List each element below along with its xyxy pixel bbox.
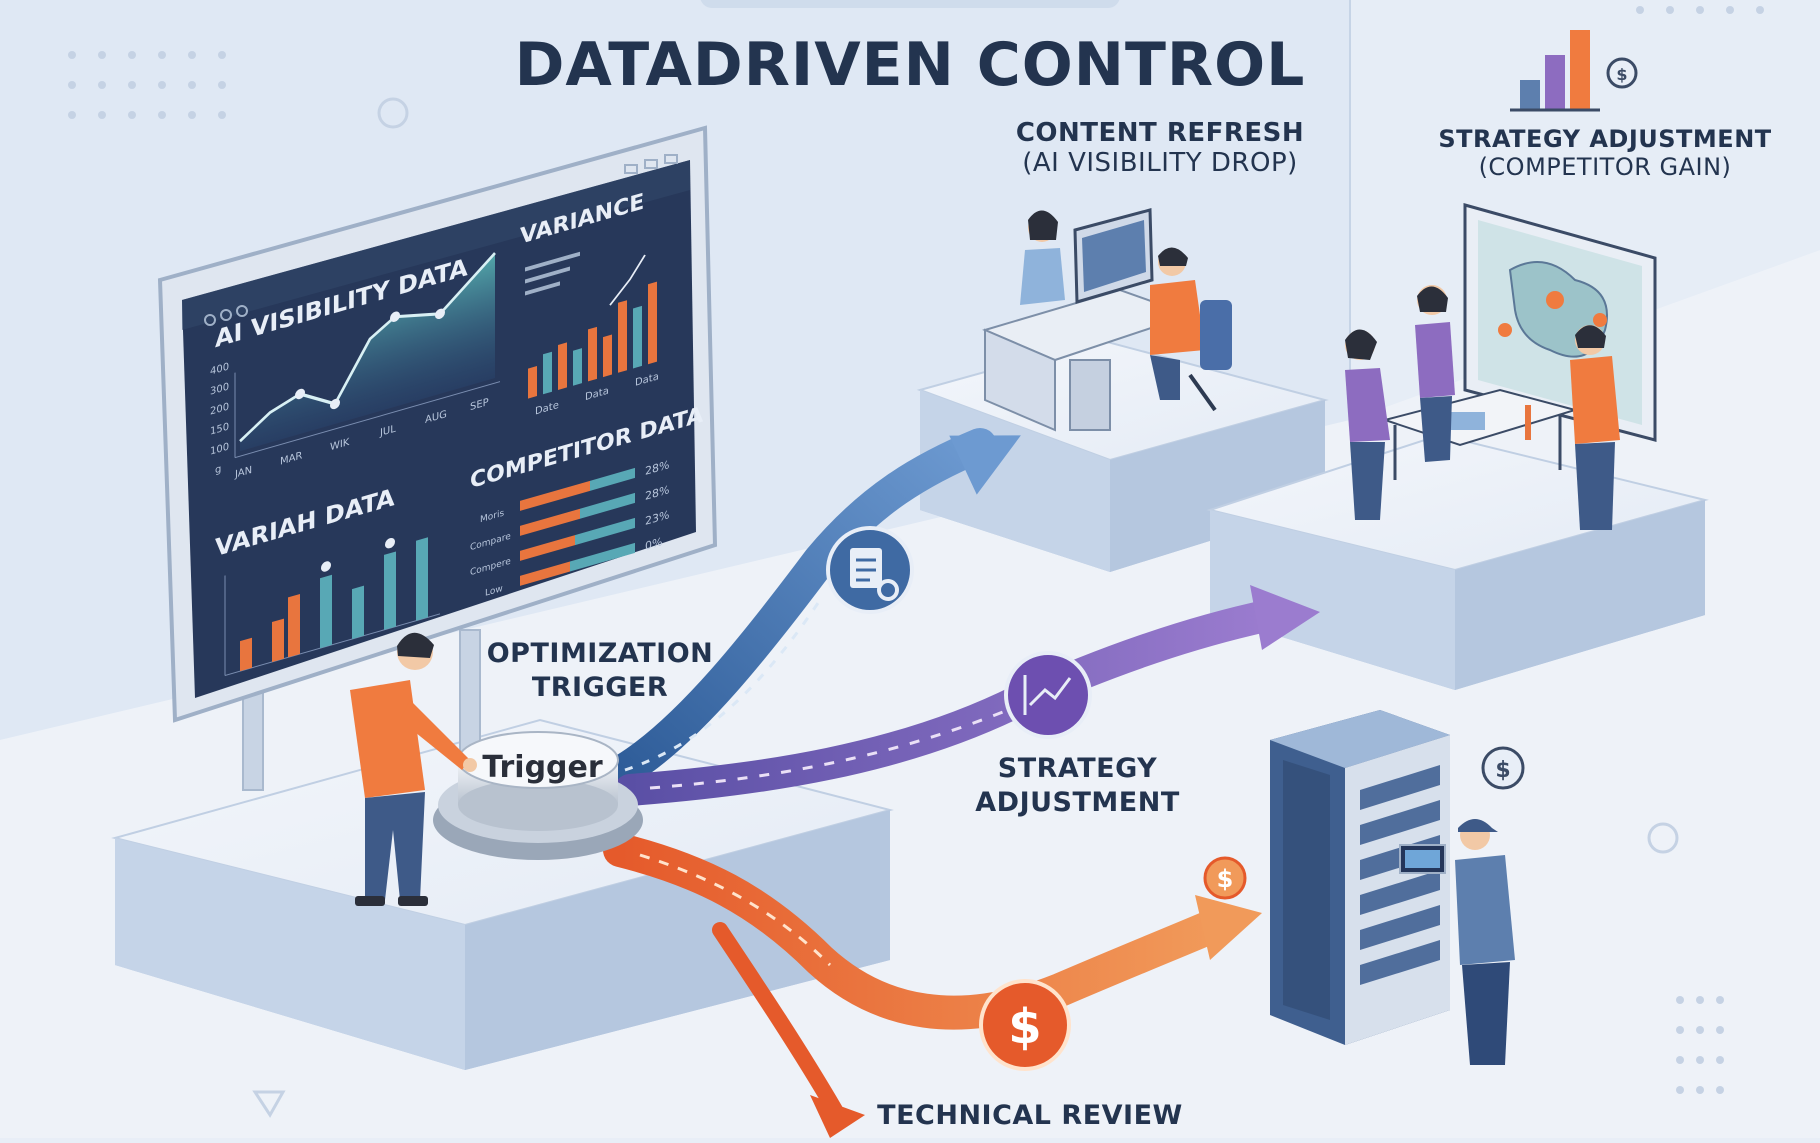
strategy-mid-line1: STRATEGY [950, 752, 1205, 786]
content-refresh-subtitle: (AI VISIBILITY DROP) [960, 148, 1360, 178]
content-refresh-title: CONTENT REFRESH [1016, 118, 1304, 148]
optimization-label-line2: TRIGGER [470, 671, 730, 705]
svg-text:$: $ [1217, 865, 1234, 893]
svg-text:g: g [215, 464, 221, 477]
top-tab [700, 0, 1120, 8]
content-refresh-label: CONTENT REFRESH (AI VISIBILITY DROP) [960, 118, 1360, 178]
svg-text:$: $ [1495, 758, 1510, 783]
strategy-mid-label: STRATEGY ADJUSTMENT [950, 752, 1205, 820]
strategy-top-title: STRATEGY ADJUSTMENT [1438, 125, 1771, 153]
dollar-speech-icon: $ [1483, 748, 1523, 788]
page-title: DATADRIVEN CONTROL [0, 30, 1820, 100]
dollar-coin-icon: $ [1205, 858, 1245, 898]
svg-text:$: $ [1008, 999, 1041, 1055]
technical-review-label: TECHNICAL REVIEW [860, 1100, 1200, 1131]
trigger-button-label[interactable]: Trigger [470, 750, 615, 785]
optimization-trigger-label: OPTIMIZATION TRIGGER [470, 637, 730, 705]
strategy-top-label: STRATEGY ADJUSTMENT (COMPETITOR GAIN) [1395, 125, 1815, 181]
growth-chart-icon [1006, 653, 1090, 737]
dollar-icon: $ [981, 981, 1069, 1069]
strategy-mid-line2: ADJUSTMENT [950, 786, 1205, 820]
document-search-icon [828, 528, 912, 612]
strategy-top-subtitle: (COMPETITOR GAIN) [1395, 153, 1815, 181]
optimization-label-line1: OPTIMIZATION [470, 637, 730, 671]
